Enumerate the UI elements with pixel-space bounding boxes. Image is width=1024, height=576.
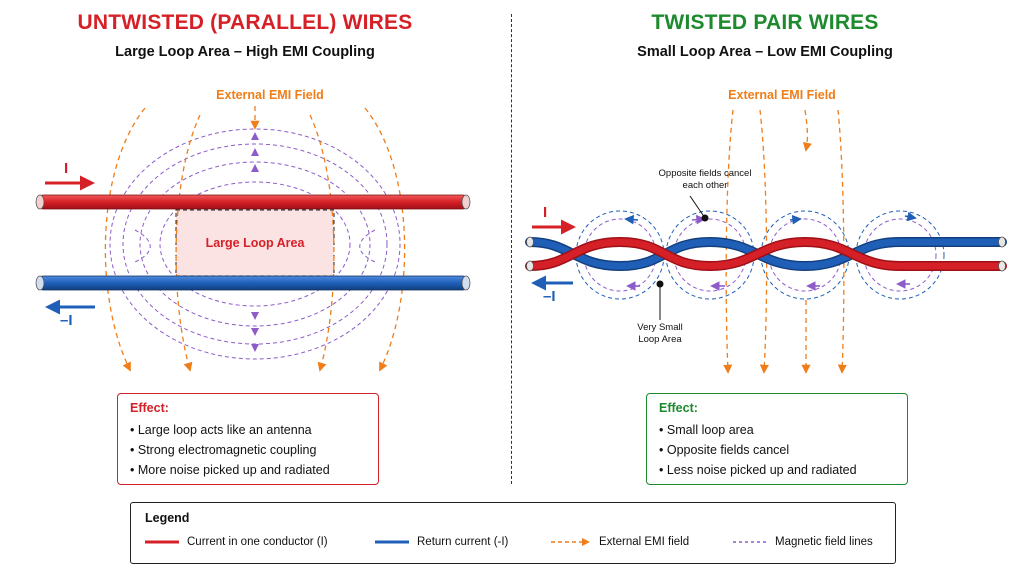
large-loop-label: Large Loop Area [205, 236, 305, 250]
legend: Legend Current in one conductor (I) Retu… [130, 502, 896, 564]
left-subtitle: Large Loop Area – High EMI Coupling [115, 44, 375, 60]
legend-label: Return current (-I) [417, 536, 509, 548]
legend-item-current: Current in one conductor (I) [145, 536, 328, 548]
orange-dashed-arrow-icon [551, 538, 590, 546]
field-direction-arrows-right [624, 211, 917, 291]
red-conductor-left [35, 194, 471, 210]
magnetic-field-arrows-left [251, 132, 259, 352]
untwisted-wire-diagram [35, 106, 471, 372]
panel-divider [511, 14, 512, 484]
blue-conductor-left [35, 275, 471, 291]
effect-item: Strong electromagnetic coupling [130, 440, 366, 460]
legend-item-emi: External EMI field [551, 536, 689, 548]
small-loop-note: Very Small Loop Area [637, 322, 683, 345]
legend-title: Legend [145, 511, 190, 525]
purple-dashed-line-icon [733, 541, 767, 543]
external-emi-field-left [104, 106, 406, 372]
twisted-pair-diagram [525, 109, 1007, 374]
red-line-icon [145, 540, 179, 544]
legend-item-return: Return current (-I) [375, 536, 508, 548]
legend-item-magnetic: Magnetic field lines [733, 536, 873, 548]
right-emi-label: External EMI Field [728, 88, 836, 102]
blue-line-icon [375, 540, 409, 544]
effect-box-left: Effect: Large loop acts like an antenna … [117, 393, 379, 485]
legend-label: External EMI field [599, 536, 690, 548]
twisted-pair-conductors [525, 236, 1007, 272]
return-label-right: –I [543, 288, 556, 305]
cancel-note: Opposite fields cancel each other [658, 168, 752, 191]
legend-label: Current in one conductor (I) [187, 536, 328, 548]
effect-item: Small loop area [659, 420, 895, 440]
effect-title-right: Effect: [659, 401, 698, 415]
right-title: TWISTED PAIR WIRES [651, 11, 879, 34]
return-label-left: –I [60, 312, 73, 329]
effect-item: Opposite fields cancel [659, 440, 895, 460]
left-title: UNTWISTED (PARALLEL) WIRES [77, 11, 413, 34]
current-label-left: I [64, 160, 69, 177]
cancel-note-pointer [689, 195, 706, 219]
effect-item: Less noise picked up and radiated [659, 460, 895, 480]
right-subtitle: Small Loop Area – Low EMI Coupling [637, 44, 893, 60]
current-label-right: I [543, 204, 548, 221]
left-emi-label: External EMI Field [216, 88, 324, 102]
effect-item: More noise picked up and radiated [130, 460, 366, 480]
legend-label: Magnetic field lines [775, 536, 873, 548]
large-loop-area [175, 209, 335, 277]
effect-item: Large loop acts like an antenna [130, 420, 366, 440]
effect-title-left: Effect: [130, 401, 169, 415]
effect-box-right: Effect: Small loop area Opposite fields … [646, 393, 908, 485]
